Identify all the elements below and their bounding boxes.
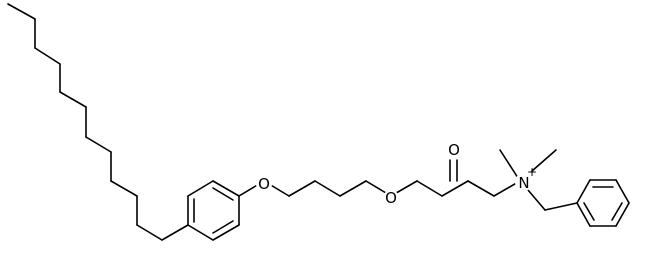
bond-ring2-inner-2	[611, 202, 623, 221]
bond-ring2-a	[576, 179, 591, 204]
bond-ring2-f	[576, 202, 591, 227]
bond-ring1-d	[212, 180, 240, 197]
bond-c-ch2	[416, 180, 443, 197]
bond-ring1-inner-3	[212, 187, 234, 201]
bond-chain-3	[34, 47, 61, 65]
bond-ch2a-ch2b	[288, 180, 316, 197]
bond-chain-ring	[136, 224, 163, 241]
bond-ring2-inner-3	[583, 202, 595, 221]
bond-n-benzyl	[527, 189, 546, 211]
atom-ether-oxygen: O	[256, 175, 272, 193]
bond-chain-9	[110, 180, 138, 197]
bond-chain-1	[7, 3, 36, 20]
ammonium-charge-label: +	[527, 165, 537, 179]
atom-ester-oxygen: O	[383, 189, 399, 207]
bond-ring1-e	[187, 180, 214, 197]
bond-ring1-inner-2	[212, 220, 234, 234]
bond-ring1-a	[187, 224, 214, 241]
ether-oxygen-label: O	[258, 175, 270, 193]
bond-chain-5	[59, 91, 87, 108]
bond-co-c-a	[441, 180, 469, 197]
atom-carbonyl-oxygen: O	[446, 141, 462, 159]
atom-labels: O O O N +	[256, 141, 537, 207]
bond-chain-ring-attach	[161, 224, 189, 241]
ester-oxygen-label: O	[385, 189, 397, 207]
bond-ring2-c	[615, 179, 630, 204]
bond-co-c-b	[467, 180, 495, 197]
bond-chain-7	[85, 136, 112, 153]
atom-ammonium-nitrogen: N +	[515, 165, 537, 192]
carbonyl-oxygen-label: O	[448, 141, 460, 159]
bond-ch2b-oa	[314, 180, 341, 197]
bond-n-methyl-1	[499, 149, 521, 182]
bond-ring2-d	[615, 202, 630, 227]
bond-benzyl-ring	[544, 202, 578, 211]
ammonium-nitrogen-label: N	[518, 174, 529, 192]
bond-ch2b-ob	[339, 180, 367, 197]
bonds	[7, 3, 630, 241]
bond-n-methyl-2	[531, 149, 557, 172]
bond-ring1-b	[212, 224, 240, 241]
